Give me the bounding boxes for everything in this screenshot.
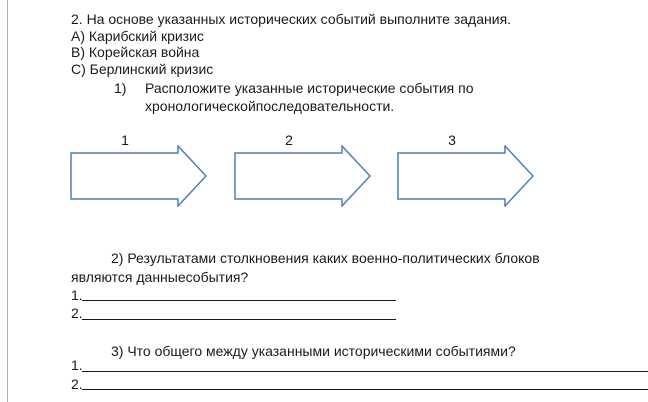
q1-instruction-line1: Расположите указанные исторические событ… (145, 80, 474, 96)
task-header: 2. На основе указанных исторических собы… (71, 11, 512, 27)
event-a: A) Карибский кризис (71, 28, 204, 44)
page-margin-line (7, 0, 8, 402)
q2-answer-line-2[interactable] (82, 319, 396, 320)
q3-answer-line-1[interactable] (82, 371, 648, 372)
event-c: C) Берлинский кризис (71, 61, 214, 77)
q3-answer-line-2[interactable] (82, 389, 648, 390)
arrow-number: 1 (121, 132, 129, 148)
sequence-arrow-1: 1 (70, 132, 208, 207)
q3-answer-label-2: 2. (71, 376, 83, 392)
q1-instruction-line2: хронологическойпоследовательности. (145, 98, 395, 114)
q2-answer-label-1: 1. (71, 287, 83, 303)
sequence-arrow-2: 2 (234, 132, 372, 207)
arrow-shape (70, 145, 208, 207)
arrow-shape (234, 145, 372, 207)
arrow-number: 2 (285, 132, 293, 148)
q2-line2: являются данныесобытия? (71, 269, 249, 285)
q2-answer-label-2: 2. (71, 305, 83, 321)
q1-number: 1) (114, 80, 127, 96)
arrow-number: 3 (448, 132, 456, 148)
q3-answer-label-1: 1. (71, 357, 83, 373)
q3-line1: 3) Что общего между указанными историчес… (111, 343, 516, 359)
q2-line1: 2) Результатами столкновения каких военн… (111, 250, 540, 266)
sequence-arrow-3: 3 (397, 132, 535, 207)
q2-answer-line-1[interactable] (82, 300, 396, 301)
event-b: B) Корейская война (71, 44, 200, 60)
arrow-shape (397, 145, 535, 207)
